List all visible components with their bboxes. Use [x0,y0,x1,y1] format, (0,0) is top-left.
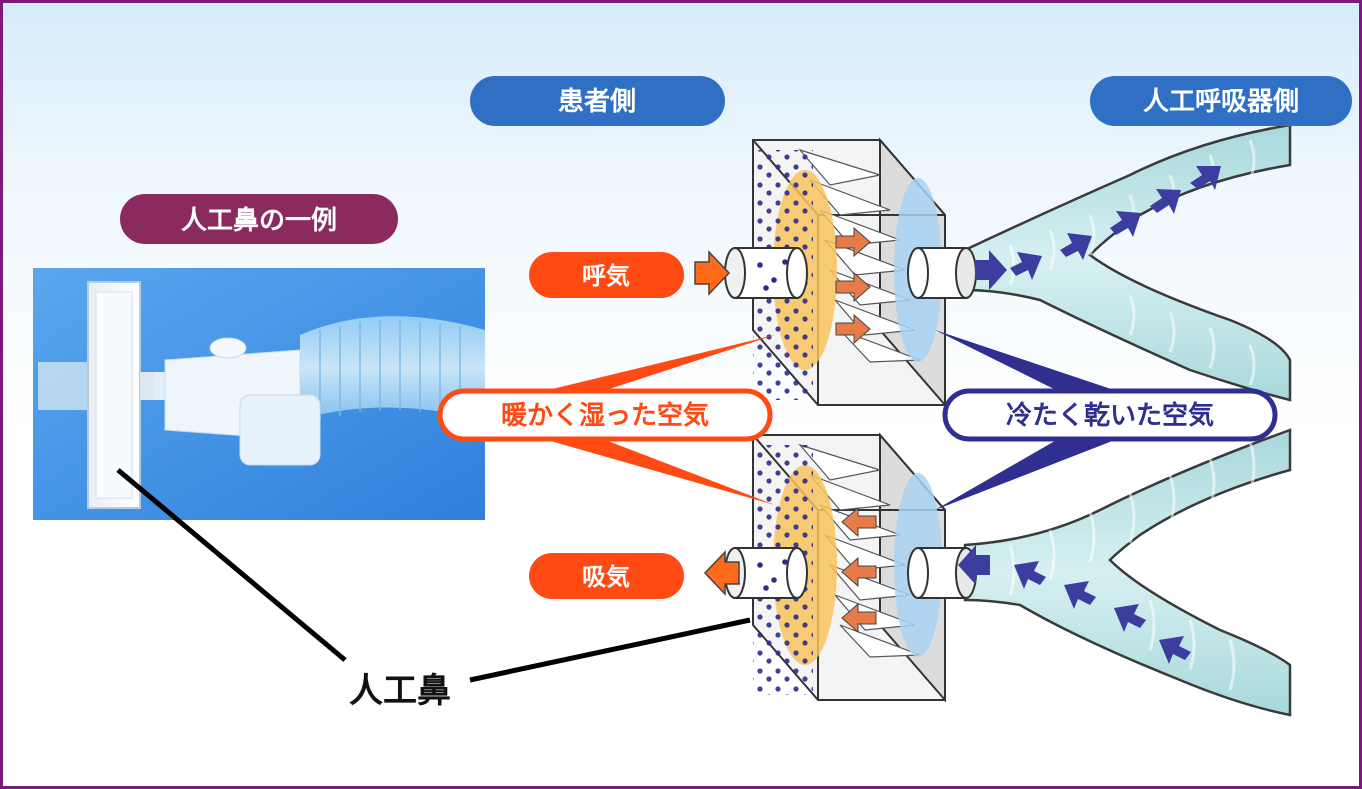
hme-label: 人工鼻 [349,671,451,711]
inhale-arrow [703,550,740,596]
inhale-pill: 吸気 [529,553,684,599]
exhale-label: 呼気 [582,262,630,290]
cold-callout-pointers [935,330,1120,510]
example-title-label: 人工鼻の一例 [181,206,337,236]
cold-dry-air-label: 冷たく乾いた空気 [1006,400,1214,431]
ventilator-hose-bottom [963,428,1292,717]
exhale-flow-arrows [975,166,1221,290]
hme-pointer-lines [116,468,751,683]
ventilator-side-pill: 人工呼吸器側 [1090,76,1352,126]
cold-dry-air-callout: 冷たく乾いた空気 [942,388,1278,442]
patient-side-pill: 患者側 [470,76,725,126]
example-title-pill: 人工鼻の一例 [120,194,398,244]
inhale-label: 吸気 [582,563,630,591]
ventilator-hose-top [963,123,1292,402]
hme-photo [33,268,485,520]
patient-side-label: 患者側 [558,87,636,117]
exhale-pill: 呼気 [529,252,684,298]
exhale-arrow [694,250,731,296]
warm-humid-air-label: 暖かく湿った空気 [501,400,709,431]
hme-box-bottom [724,432,977,703]
warm-callout-pointers [540,335,775,505]
ventilator-side-label: 人工呼吸器側 [1143,87,1299,117]
inhale-flow-arrows [958,545,1191,664]
warm-humid-air-callout: 暖かく湿った空気 [437,388,773,442]
hme-box-top [724,137,977,408]
